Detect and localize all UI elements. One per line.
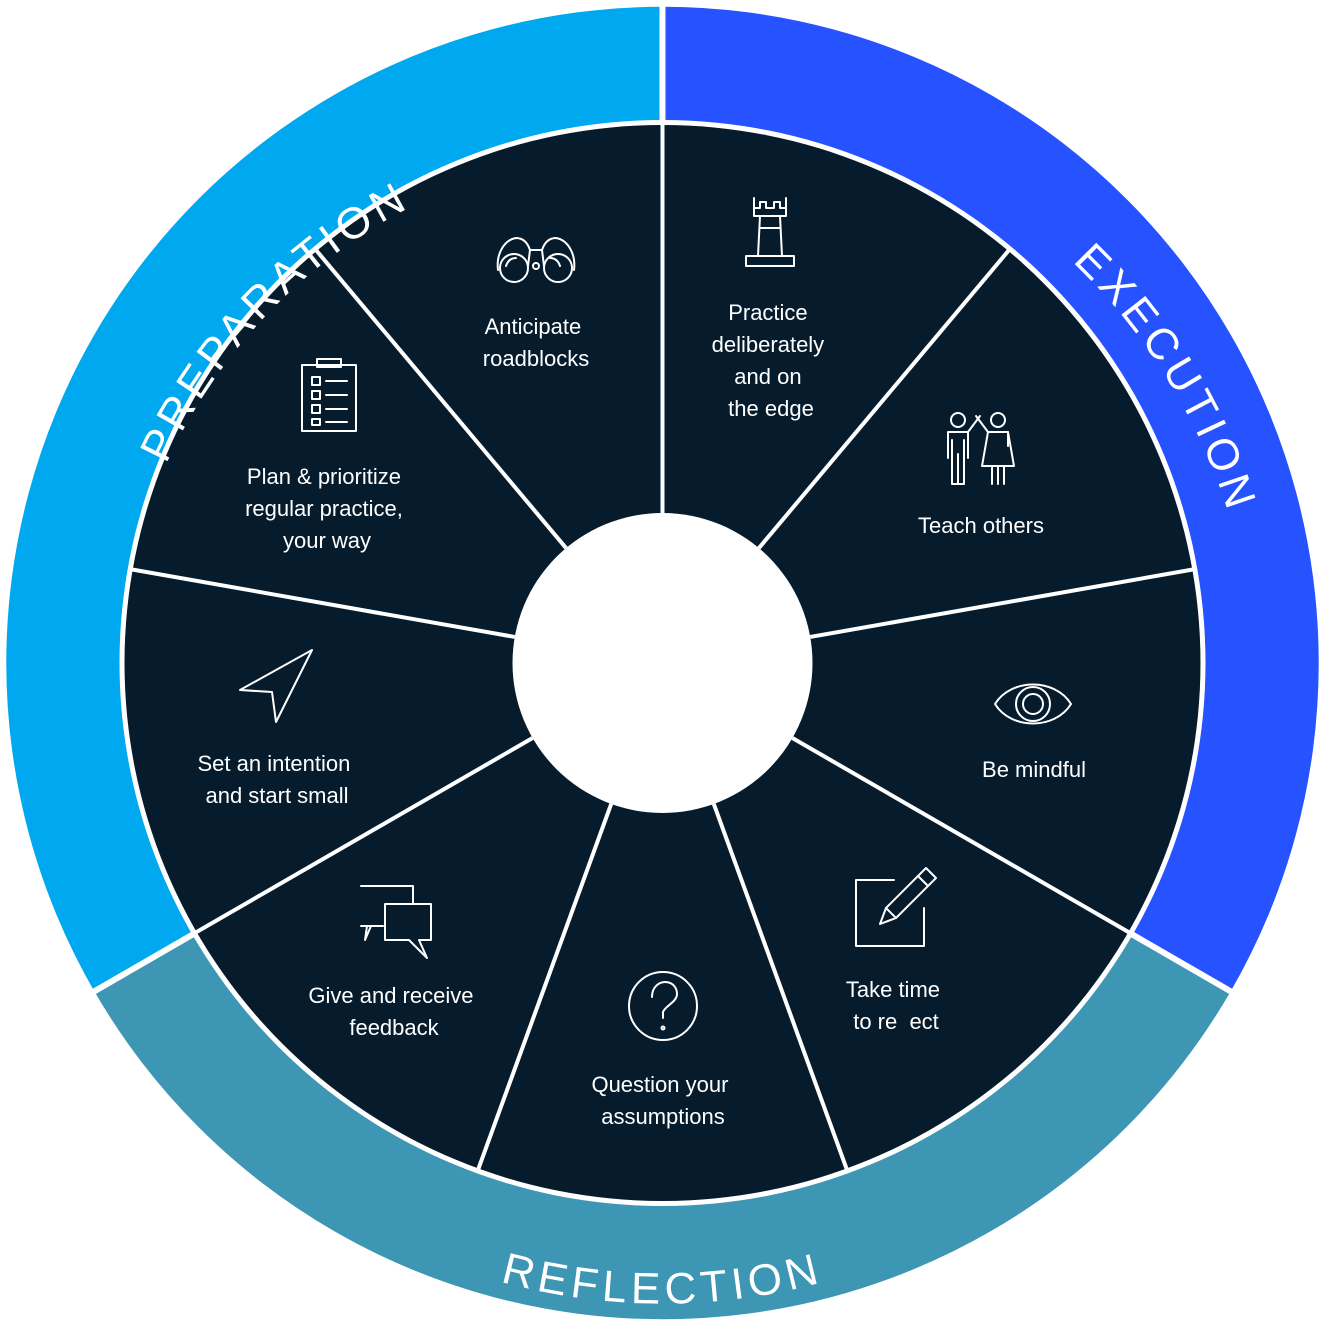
segment-label: Question your assumptions: [591, 1072, 734, 1129]
segment-set-an-intention: Set an intention and start small: [197, 649, 356, 808]
binoculars-icon: [496, 237, 576, 283]
segment-anticipate-roadblocks: Anticipate roadblocks: [483, 237, 589, 371]
segment-label: Practice deliberately and on the edge: [712, 300, 831, 421]
segment-question-your-assumptions: Question your assumptions: [591, 971, 734, 1129]
segment-divider: [791, 736, 1132, 935]
high-five-icon: [947, 412, 1015, 485]
label-line: deliberately: [712, 332, 825, 357]
label-line: assumptions: [601, 1104, 725, 1129]
label-line: and on: [734, 364, 801, 389]
segment-give-and-receive-feedback: Give and receive feedback: [308, 885, 479, 1040]
question-circle-icon: [628, 971, 698, 1041]
eye-icon: [994, 683, 1072, 725]
segment-label: Anticipate roadblocks: [483, 314, 589, 371]
label-line: Be mindful: [982, 757, 1086, 782]
label-line: Give and receive: [308, 983, 473, 1008]
segment-practice-deliberately: Practice deliberately and on the edge: [712, 197, 831, 421]
navigation-arrow-icon: [239, 649, 313, 723]
segment-divider: [130, 567, 516, 639]
segment-label: Give and receive feedback: [308, 983, 479, 1040]
segment-divider: [313, 248, 568, 550]
checklist-icon: [301, 358, 357, 432]
segment-plan-and-prioritize: Plan & prioritize regular practice, your…: [245, 358, 409, 553]
segment-label: Take time to re ect: [846, 977, 946, 1034]
segment-dividers: [130, 123, 1195, 1172]
pencil-square-icon: [855, 867, 937, 947]
segment-label: Set an intention and start small: [197, 751, 356, 808]
label-line: Set an intention: [197, 751, 350, 776]
label-line: the edge: [728, 396, 814, 421]
label-line: your way: [283, 528, 371, 553]
label-line: to re ect: [853, 1009, 939, 1034]
chess-rook-icon: [745, 197, 795, 267]
segment-divider: [711, 803, 850, 1172]
label-line: feedback: [349, 1015, 439, 1040]
segment-divider: [809, 567, 1195, 639]
center-hub: [512, 513, 813, 813]
segment-take-time-to-reflect: Take time to re ect: [846, 867, 946, 1034]
label-line: Practice: [728, 300, 807, 325]
segment-teach-others: Teach others: [918, 412, 1044, 538]
label-line: Question your: [591, 1072, 728, 1097]
label-line: Anticipate: [485, 314, 582, 339]
segment-divider: [757, 248, 1012, 550]
segment-label: Plan & prioritize regular practice, your…: [245, 464, 409, 553]
label-line: Take time: [846, 977, 940, 1002]
speech-bubbles-icon: [360, 885, 432, 959]
label-line: Plan & prioritize: [247, 464, 401, 489]
segment-be-mindful: Be mindful: [982, 683, 1086, 782]
label-line: and start small: [205, 783, 348, 808]
label-line: regular practice,: [245, 496, 403, 521]
label-line: roadblocks: [483, 346, 589, 371]
segment-divider: [193, 736, 534, 935]
segment-label: Teach others: [918, 513, 1044, 538]
segment-divider: [475, 803, 614, 1172]
label-line: Teach others: [918, 513, 1044, 538]
segment-label: Be mindful: [982, 757, 1086, 782]
